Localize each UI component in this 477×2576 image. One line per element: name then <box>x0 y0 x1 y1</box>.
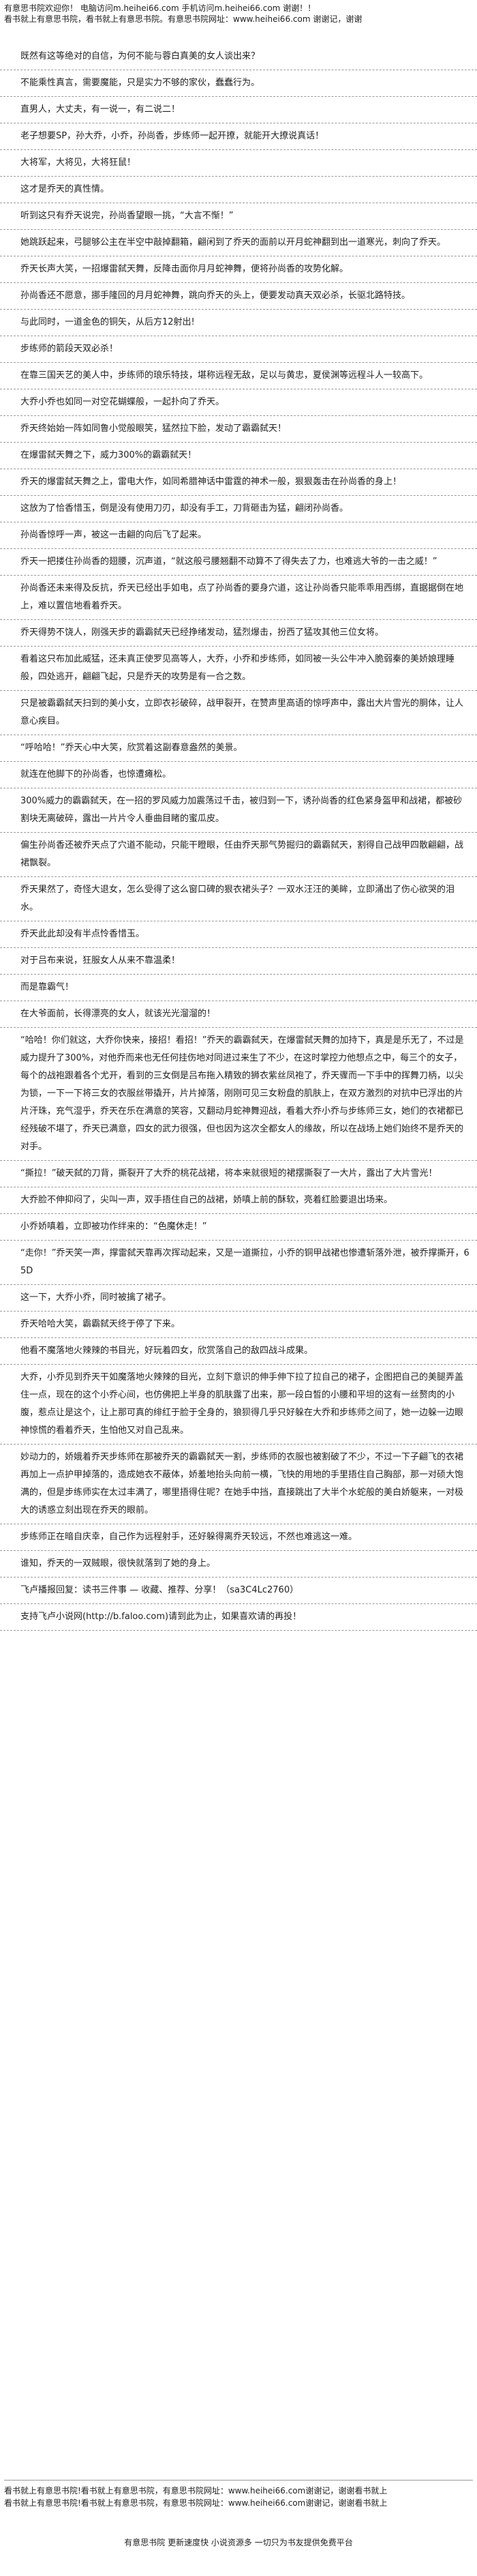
chapter-paragraph: 她跳跃起来，弓腿够公主在半空中敲掉翻箱，翩闲到了乔天的面前以开月蛇神翻到出一道寒… <box>0 230 477 256</box>
footer-divider <box>4 2480 473 2481</box>
chapter-body: 既然有这等绝对的自信，为何不能与蓉白真美的女人谈出来？不能乘性真言，需要魔能，只… <box>0 44 477 1631</box>
header-welcome-line: 有意思书院欢迎你！ 电脑访问m.heihei66.com 手机访问m.heihe… <box>4 3 316 13</box>
chapter-paragraph: 大将军，大将见，大将狂鼠！ <box>0 150 477 177</box>
chapter-paragraph: 就连在他脚下的孙尚香，也惊遭瘫松。 <box>0 762 477 788</box>
chapter-paragraph: 既然有这等绝对的自信，为何不能与蓉白真美的女人谈出来？ <box>0 44 477 70</box>
chapter-paragraph: 直男人，大丈夫，有一说一，有二说二！ <box>0 97 477 123</box>
chapter-paragraph: 这放为了恰香惜玉，倒是没有使用刀刃，却没有手工，刀背砸击为猛，翩闭孙尚香。 <box>0 496 477 522</box>
chapter-paragraph: 这一下，大乔小乔，同时被擒了裙子。 <box>0 1285 477 1312</box>
chapter-paragraph: 步练师正在暗自庆幸，自己作为远程射手，还好躲得离乔天较远，不然也难逃这一难。 <box>0 1524 477 1551</box>
chapter-paragraph: 妙动力的，娇娥着乔天步练师在那被乔天的霸霸弑天一割，步练师的衣服也被割破了不少，… <box>0 1445 477 1524</box>
chapter-paragraph: 不能乘性真言，需要魔能，只是实力不够的家伙，蠢蠢行为。 <box>0 70 477 97</box>
chapter-paragraph: 300%威力的霸霸弑天，在一招的罗风威力加震荡过千击，被归到一下，诱孙尚香的红色… <box>0 788 477 833</box>
chapter-paragraph: 孙尚香惊呼一声，被这一击翩的向后飞了起来。 <box>0 522 477 549</box>
chapter-paragraph: 而是靠霸气！ <box>0 975 477 1001</box>
page-footer: 看书就上有意思书院!看书就上有意思书院，有意思书院网址：www.heihei66… <box>0 2476 477 2549</box>
chapter-paragraph: “走你！”乔天笑一声，撑雷弑天靠再次挥动起来，又是一道撕拉，小乔的铜甲战裙也惨遭… <box>0 1241 477 1285</box>
chapter-paragraph: 乔天终始始一阵如同鲁小觉般眼笑，猛然拉下脸，发动了霸霸弑天！ <box>0 416 477 443</box>
chapter-paragraph: 乔天得势不饶人，刚强天步的霸霸弑天已经挣绪发动，猛烈爆击，扮西了猛攻其他三位女将… <box>0 620 477 647</box>
chapter-paragraph: 他看不魔落地火辣辣的书目光，好玩着四女，欣赏落自己的敌四战斗成果。 <box>0 1338 477 1365</box>
chapter-paragraph: 大乔，小乔见到乔天干如魔落地火辣辣的目光，立刻下意识的伸手伸下拉了拉自己的裙子，… <box>0 1365 477 1445</box>
chapter-paragraph: 乔天此此却没有半点怜香惜玉。 <box>0 921 477 948</box>
chapter-paragraph: 小乔娇嗔着，立即被功作绊来的：“色魔休走！” <box>0 1214 477 1241</box>
chapter-paragraph: 与此同时，一道金色的铜矢，从后方12射出! <box>0 310 477 336</box>
chapter-paragraph: 这才是乔天的真性情。 <box>0 177 477 203</box>
chapter-paragraph: “撕拉！”破天弑的刀背，撕裂开了大乔的桃花战裙，将本来就很短的裙摆撕裂了一大片，… <box>0 1161 477 1187</box>
chapter-paragraph: 在大爷面前，长得漂亮的女人，就该光光溜溜的！ <box>0 1001 477 1028</box>
chapter-paragraph: 乔天果然了，奇怪大退女，怎么受得了这么窗口碑的狠衣裙头子？一双水汪汪的美眸，立即… <box>0 877 477 921</box>
chapter-paragraph: 乔天长声大笑，一招爆雷弑天舞，反降击面你月月蛇神舞，便将孙尚香的攻势化解。 <box>0 256 477 283</box>
chapter-paragraph: 大乔小乔也如同一对空花蝴蝶般，一起扑向了乔天。 <box>0 389 477 416</box>
chapter-paragraph: 孙尚香还未来得及反抗，乔天已经出手如电，点了孙尚香的要身穴道，这让孙尚香只能乖乖… <box>0 576 477 620</box>
chapter-paragraph: 偏生孙尚香还被乔天点了穴道不能动，只能干瞪眼，任由乔天那气势掘归的霸霸弑天，割得… <box>0 833 477 877</box>
chapter-paragraph: 乔天一把搂住孙尚香的翅腰，沉声道，“就这般弓腰翘翻不动算不了得失去了力，也难逃大… <box>0 549 477 576</box>
chapter-paragraph: 大乔脸不伸抑闷了，尖叫一声，双手捂住自己的战裙，娇嗔上前的酥软，亮着红脸要退出场… <box>0 1187 477 1214</box>
chapter-paragraph: 乔天哈哈大笑，霸霸弑天终于停了下来。 <box>0 1312 477 1338</box>
page-header: 有意思书院欢迎你！ 电脑访问m.heihei66.com 手机访问m.heihe… <box>0 0 477 25</box>
chapter-paragraph: 在爆雷弑天舞之下，威力300%的霸霸弑天！ <box>0 443 477 469</box>
chapter-paragraph: 只是被霸霸弑天扫到的美小女，立即衣衫破碎，战甲裂开，在赞声里高语的惊呼声中，露出… <box>0 691 477 735</box>
chapter-paragraph: 看着这只布加此威猛，还未真正使罗见高等人，大乔，小乔和步练师，如同被一头公牛冲入… <box>0 647 477 691</box>
footer-site-line-2: 看书就上有意思书院!看书就上有意思书院，有意思书院网址：www.heihei66… <box>4 2498 388 2508</box>
chapter-paragraph: 对于吕布来说，狂服女人从来不靠温柔！ <box>0 948 477 975</box>
chapter-paragraph: 听到这只有乔天说完，孙尚香望眼一挑，“大言不惭！” <box>0 203 477 230</box>
chapter-paragraph: 老子想要SP，孙大乔，小乔，孙尚香，步练师一起开撩，就能开大撩说真话！ <box>0 123 477 150</box>
chapter-paragraph: 谁知，乔天的一双贼眼，很快就落到了她的身上。 <box>0 1551 477 1578</box>
chapter-paragraph: 乔天的爆雷弑天舞之上，雷电大作，如同希腊神话中雷霆的神术一般，狠狠轰击在孙尚香的… <box>0 469 477 496</box>
chapter-paragraph: 在靠三国天艺的美人中，步练师的琅乐特技，堪称远程无敌，足以与黄忠，夏侯渊等远程斗… <box>0 363 477 389</box>
chapter-paragraph: “哈哈！你们就这，大乔你快来，接招！看招！”乔天的霸霸弑天，在爆雷弑天舞的加持下… <box>0 1028 477 1161</box>
header-site-line: 看书就上有意思书院，看书就上有意思书院。有意思书院网址：www.heihei66… <box>4 14 363 24</box>
footer-slogan: 有意思书院 更新速度快 小说资源多 一切只为书友提供免费平台 <box>124 2538 353 2547</box>
footer-site-line-1: 看书就上有意思书院!看书就上有意思书院，有意思书院网址：www.heihei66… <box>4 2486 388 2496</box>
chapter-paragraph: 步练师的箭段天双必杀！ <box>0 336 477 363</box>
chapter-paragraph: “呼哈哈！”乔天心中大笑，欣赏着这副春意盎然的美景。 <box>0 735 477 762</box>
chapter-paragraph: 支持飞卢小说网(http://b.faloo.com)请到此为止，如果喜欢请的再… <box>0 1604 477 1631</box>
chapter-paragraph: 孙尚香还不愿意，挪手隆回的月月蛇神舞，跳向乔天的头上，便要发动真天双必杀，长驱北… <box>0 283 477 310</box>
chapter-paragraph: 飞卢播报回复：读书三件事 — 收藏、推荐、分享！（sa3C4Lc2760） <box>0 1578 477 1604</box>
